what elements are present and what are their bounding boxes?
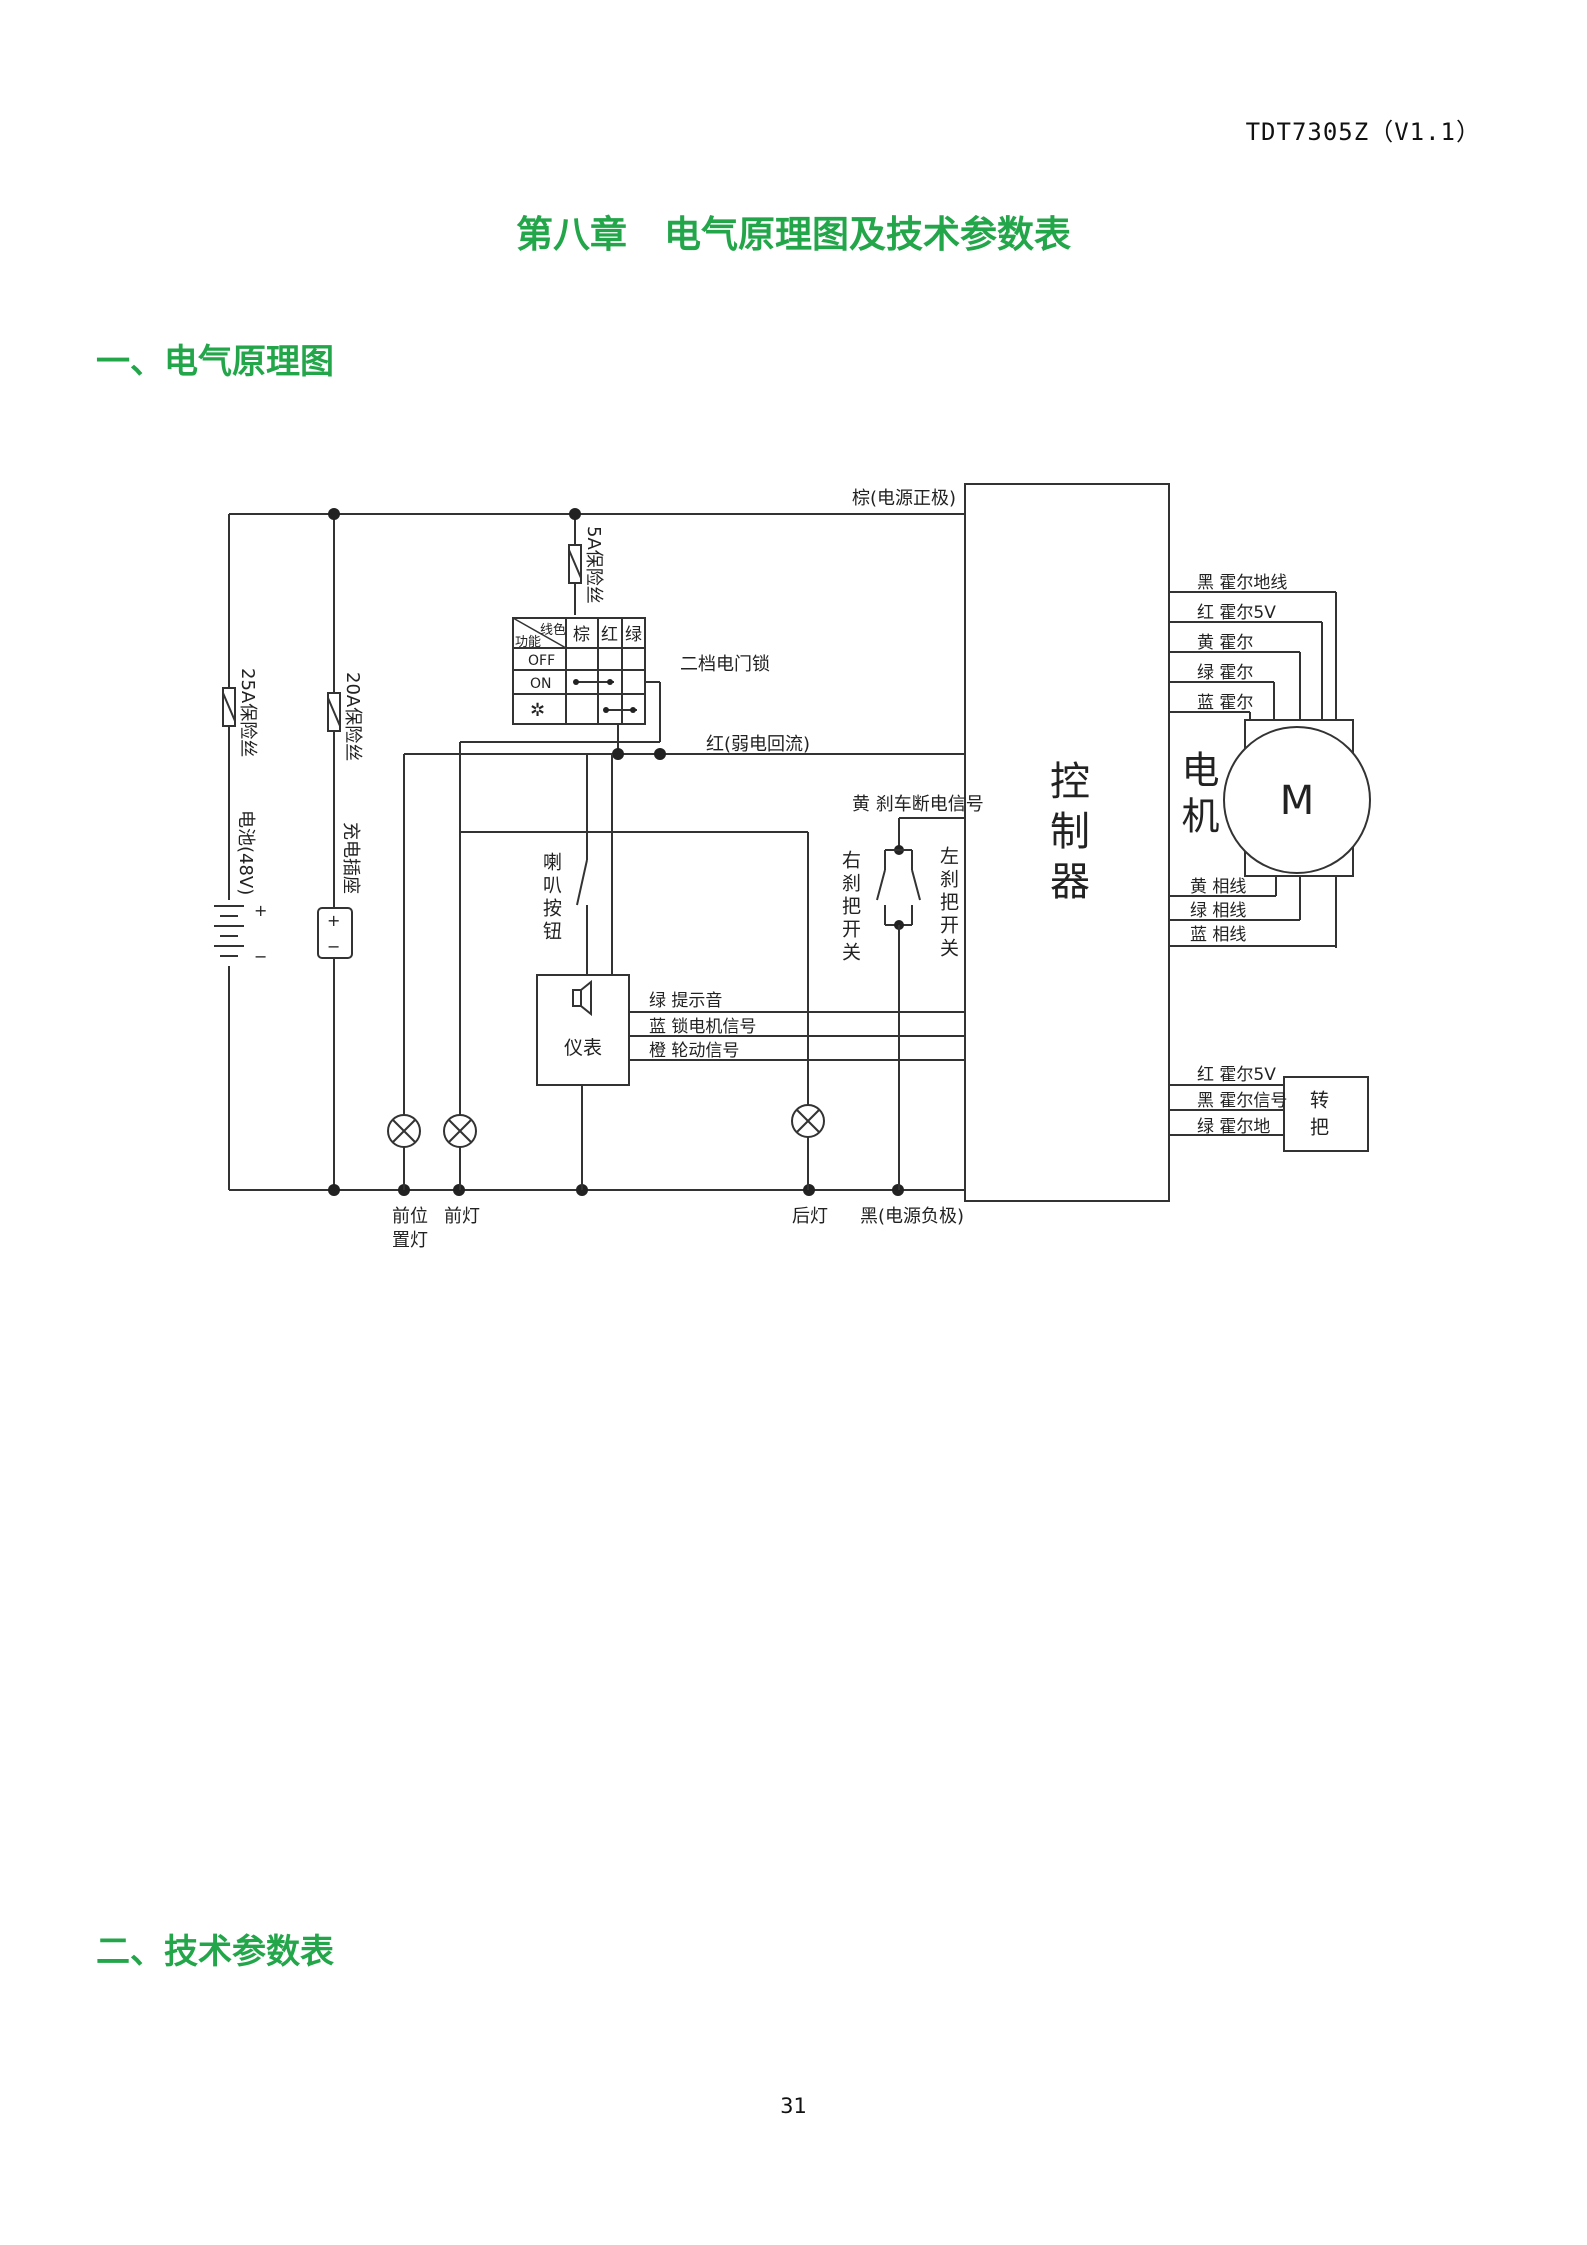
- lamp-front: [443, 1114, 477, 1148]
- meter-wire-green-tone: 绿 提示音: [649, 991, 722, 1011]
- motor-symbol: M: [1280, 778, 1315, 824]
- ignition-lock-table: 线色 功能 棕 红 绿 OFF ON ✲: [512, 617, 646, 725]
- label-fuse-5a: 5A保险丝: [583, 526, 604, 604]
- throttle-box: [1283, 1076, 1369, 1152]
- label-motor: 电机: [1175, 750, 1219, 842]
- hall-wire-red-5v: 红 霍尔5V: [1197, 603, 1276, 623]
- label-meter: 仪表: [564, 1037, 602, 1059]
- section-title-tech-params: 二、技术参数表: [96, 1932, 334, 1972]
- chapter-title: 第八章 电气原理图及技术参数表: [516, 213, 1071, 256]
- svg-text:−: −: [254, 947, 267, 966]
- lamp-rear: [791, 1104, 825, 1138]
- label-yellow-brake-signal: 黄 刹车断电信号: [852, 794, 984, 815]
- meter-wire-blue-lock: 蓝 锁电机信号: [649, 1017, 756, 1037]
- label-rear-lamp: 后灯: [792, 1206, 828, 1227]
- label-throttle: 转把: [1307, 1090, 1329, 1144]
- hall-wire-blue: 蓝 霍尔: [1197, 693, 1253, 713]
- label-front-lamp: 前灯: [444, 1206, 480, 1227]
- lock-col-brown: 棕: [573, 625, 590, 645]
- lock-row-on: ON: [530, 676, 552, 692]
- label-right-brake: 右刹把开关: [839, 850, 861, 965]
- label-front-position-lamp: 前位置灯: [392, 1206, 428, 1251]
- lamp-front-position: [387, 1114, 421, 1148]
- label-fuse-25a: 25A保险丝: [237, 668, 258, 757]
- lock-corner-bottom: 功能: [515, 635, 541, 650]
- page-number: 31: [780, 2094, 807, 2118]
- lock-col-green: 绿: [625, 625, 642, 645]
- hall-wire-yellow: 黄 霍尔: [1197, 633, 1253, 653]
- throttle-wire-green-ground: 绿 霍尔地: [1197, 1117, 1270, 1137]
- throttle-wire-black-signal: 黑 霍尔信号: [1197, 1091, 1287, 1111]
- controller-box: [964, 483, 1170, 1202]
- svg-text:+: +: [254, 901, 267, 920]
- label-charge-port: 充电插座: [340, 822, 361, 894]
- label-red-weak-return: 红(弱电回流): [706, 734, 810, 755]
- throttle-wire-red-5v: 红 霍尔5V: [1197, 1065, 1276, 1085]
- phase-wire-green: 绿 相线: [1190, 901, 1246, 921]
- meter-wire-orange-wheel: 橙 轮动信号: [649, 1041, 739, 1061]
- lock-corner-top: 线色: [540, 622, 566, 638]
- label-brown-positive: 棕(电源正极): [852, 488, 956, 509]
- lock-row-special: ✲: [530, 700, 545, 721]
- label-fuse-20a: 20A保险丝: [342, 672, 363, 761]
- label-battery: 电池(48V): [235, 810, 256, 895]
- phase-wire-blue: 蓝 相线: [1190, 925, 1246, 945]
- lock-col-red: 红: [601, 625, 618, 645]
- lock-row-off: OFF: [528, 653, 555, 669]
- label-horn-button: 喇叭按钮: [540, 852, 562, 944]
- phase-wire-yellow: 黄 相线: [1190, 877, 1246, 897]
- label-lock-name: 二档电门锁: [680, 654, 770, 675]
- hall-wire-black-ground: 黑 霍尔地线: [1197, 573, 1287, 593]
- label-controller: 控制器: [1043, 760, 1089, 910]
- document-code: TDT7305Z（V1.1）: [1245, 118, 1481, 146]
- hall-wire-green: 绿 霍尔: [1197, 663, 1253, 683]
- label-left-brake: 左刹把开关: [937, 846, 959, 961]
- section-title-schematic: 一、电气原理图: [96, 342, 334, 382]
- label-black-negative: 黑(电源负极): [860, 1206, 964, 1227]
- svg-text:+: +: [327, 911, 340, 930]
- svg-text:−: −: [327, 937, 340, 956]
